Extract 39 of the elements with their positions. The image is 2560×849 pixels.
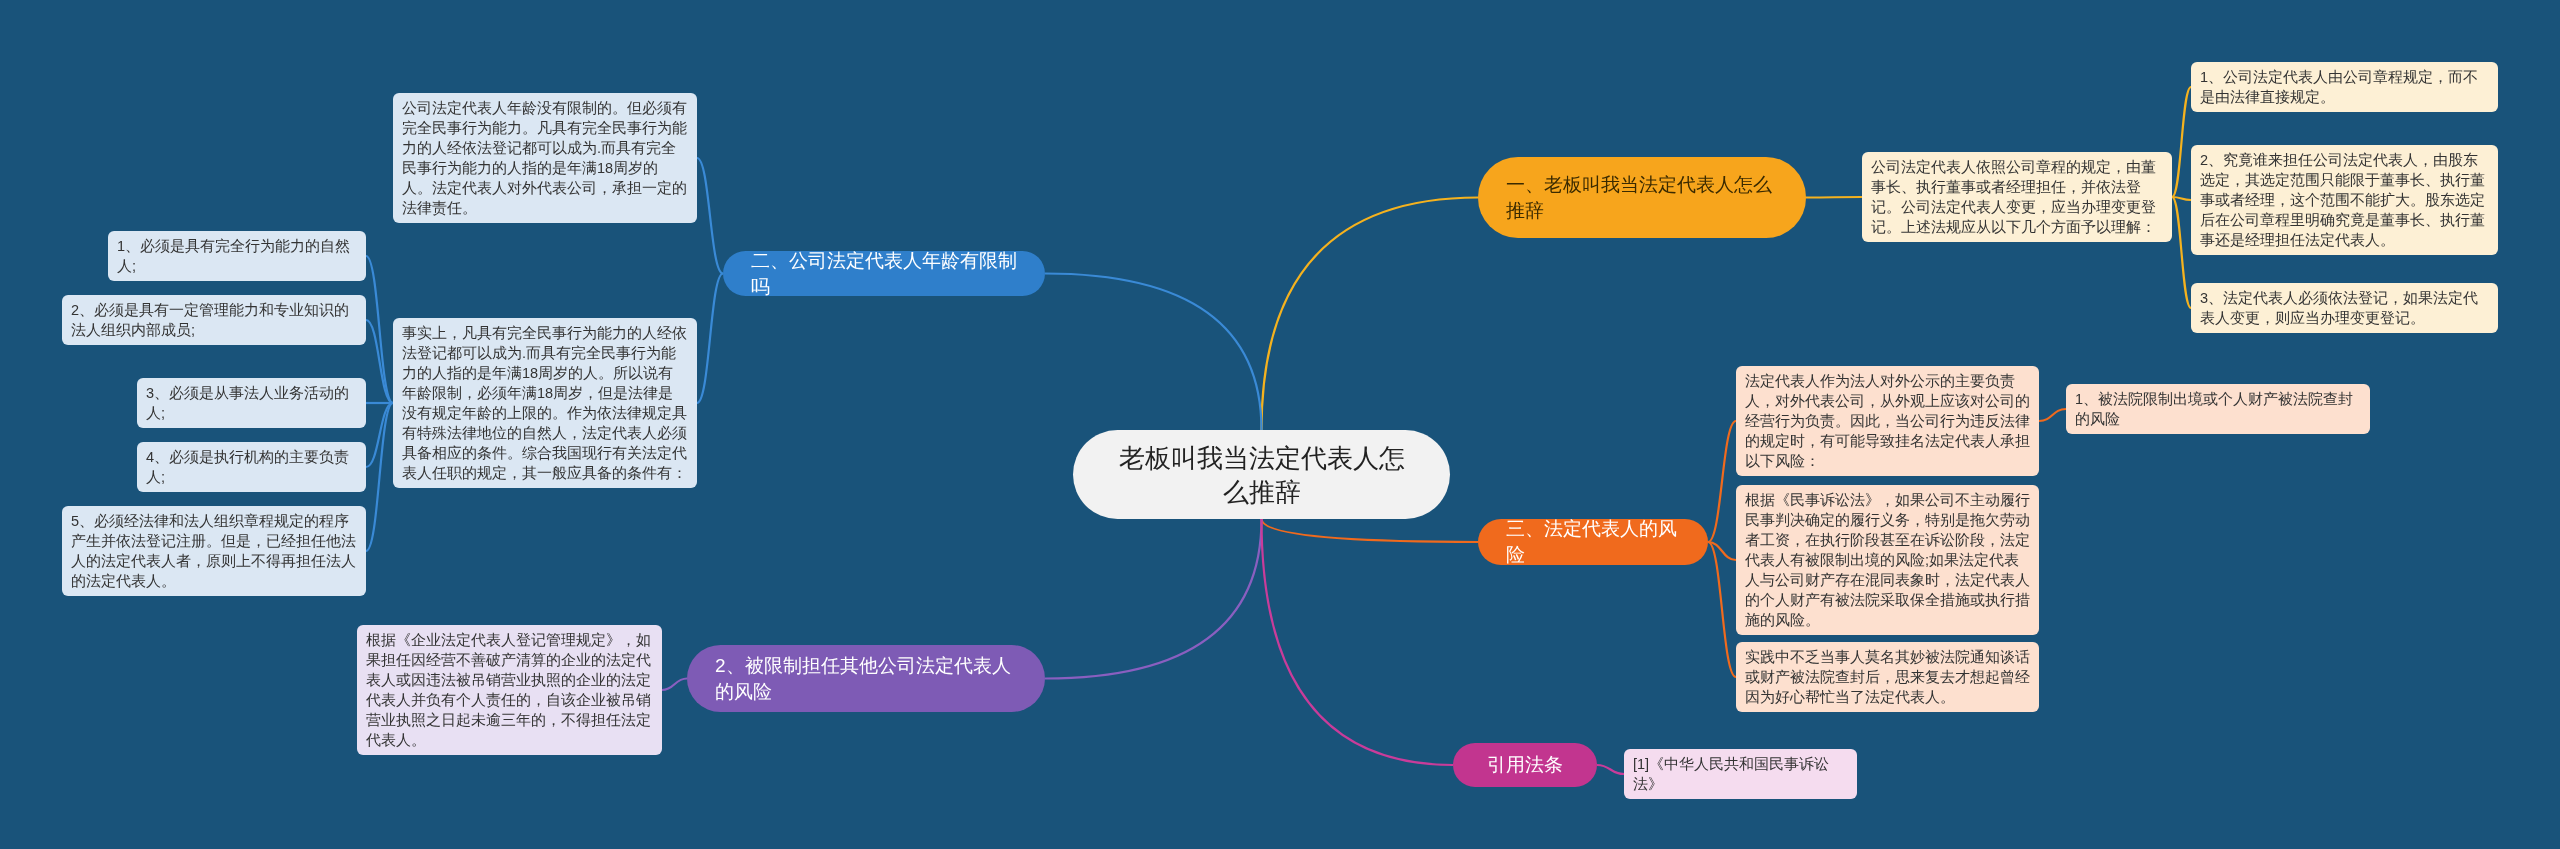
note-box: 实践中不乏当事人莫名其妙被法院通知谈话或财产被法院查封后，思来复去才想起曾经因为好心帮忙当了法定代表人。 xyxy=(1736,642,2039,712)
note-box: 根据《企业法定代表人登记管理规定》，如果担任因经营不善破产清算的企业的法定代表人或因违法被吊销营业执照的企业的法定代表人并负有个人责任的，自该企业被吊销营业执照之日起未逾三年的，不得担任法定代表人。 xyxy=(357,625,662,755)
note-box: 2、究竟谁来担任公司法定代表人，由股东选定，其选定范围只能限于董事长、执行董事或者经理，这个范围不能扩大。股东选定后在公司章程里明确究竟是董事长、执行董事还是经理担任法定代表人。 xyxy=(2191,145,2498,255)
note-box: 根据《民事诉讼法》，如果公司不主动履行民事判决确定的履行义务，特别是拖欠劳动者工资，在执行阶段甚至在诉讼阶段，法定代表人有被限制出境的风险;如果法定代表人与公司财产存在混同表象时，法定代表人的个人财产有被法院采取保全措施或执行措施的风险。 xyxy=(1736,485,2039,635)
connector-line xyxy=(1044,272,1263,431)
connector-line xyxy=(365,402,394,552)
note-box: 3、法定代表人必须依法登记，如果法定代表人变更，则应当办理变更登记。 xyxy=(2191,283,2498,333)
note-box: 4、必须是执行机构的主要负责人; xyxy=(137,442,366,492)
connector-line xyxy=(1596,763,1625,776)
connector-line xyxy=(696,157,724,275)
connector-line xyxy=(1806,195,1862,199)
branch-topic: 2、被限制担任其他公司法定代表人的风险 xyxy=(687,645,1045,712)
branch-topic: 二、公司法定代表人年龄有限制吗 xyxy=(723,251,1045,296)
branch-topic: 三、法定代表人的风险 xyxy=(1478,519,1708,565)
connector-line xyxy=(661,677,688,692)
note-box: 2、必须是具有一定管理能力和专业知识的法人组织内部成员; xyxy=(62,295,366,345)
note-box: 公司法定代表人依照公司章程的规定，由董事长、执行董事或者经理担任，并依法登记。公司法定代表人变更，应当办理变更登记。上述法规应从以下几个方面予以理解： xyxy=(1862,152,2172,242)
connector-line xyxy=(1707,420,1737,543)
note-box: 3、必须是从事法人业务活动的人; xyxy=(137,378,366,428)
connector-line xyxy=(1707,541,1737,678)
note-box: 事实上，凡具有完全民事行为能力的人经依法登记都可以成为.而具有完全民事行为能力的人指的是年满18周岁的人。所以说有年龄限制，必须年满18周岁，但是法律是没有规定年龄的上限的。作为依法律规定具有特殊法律地位的自然人，法定代表人必须具备相应的条件。综合我国现行有关法定代表人任职的规定，其一般应具备的条件有： xyxy=(393,318,697,488)
branch-topic: 一、老板叫我当法定代表人怎么推辞 xyxy=(1478,157,1806,238)
connector-line xyxy=(2038,407,2067,423)
connector-line xyxy=(2171,86,2192,198)
note-box: [1]《中华人民共和国民事诉讼法》 xyxy=(1624,749,1857,799)
connector-line xyxy=(2171,196,2192,309)
note-box: 5、必须经法律和法人组织章程规定的程序产生并依法登记注册。但是，已经担任他法人的法定代表人者，原则上不得再担任法人的法定代表人。 xyxy=(62,506,366,596)
note-box: 1、公司法定代表人由公司章程规定，而不是由法律直接规定。 xyxy=(2191,62,2498,112)
note-box: 1、必须是具有完全行为能力的自然人; xyxy=(108,231,366,281)
note-box: 1、被法院限制出境或个人财产被法院查封的风险 xyxy=(2066,384,2370,434)
connector-line xyxy=(696,272,724,404)
connector-line xyxy=(1260,518,1454,767)
connector-line xyxy=(366,401,393,405)
connector-line xyxy=(1707,540,1737,562)
branch-topic: 引用法条 xyxy=(1453,743,1597,787)
note-box: 公司法定代表人年龄没有限制的。但必须有完全民事行为能力。凡具有完全民事行为能力的人经依法登记都可以成为.而具有完全民事行为能力的人指的是年满18周岁的人。法定代表人对外代表公司，承担一定的法律责任。 xyxy=(393,93,697,223)
note-box: 法定代表人作为法人对外公示的主要负责人，对外代表公司，从外观上应该对公司的经营行为负责。因此，当公司行为违反法律的规定时，有可能导致挂名法定代表人承担以下风险： xyxy=(1736,366,2039,476)
central-topic: 老板叫我当法定代表人怎么推辞 xyxy=(1073,430,1450,519)
connector-line xyxy=(2171,195,2192,202)
